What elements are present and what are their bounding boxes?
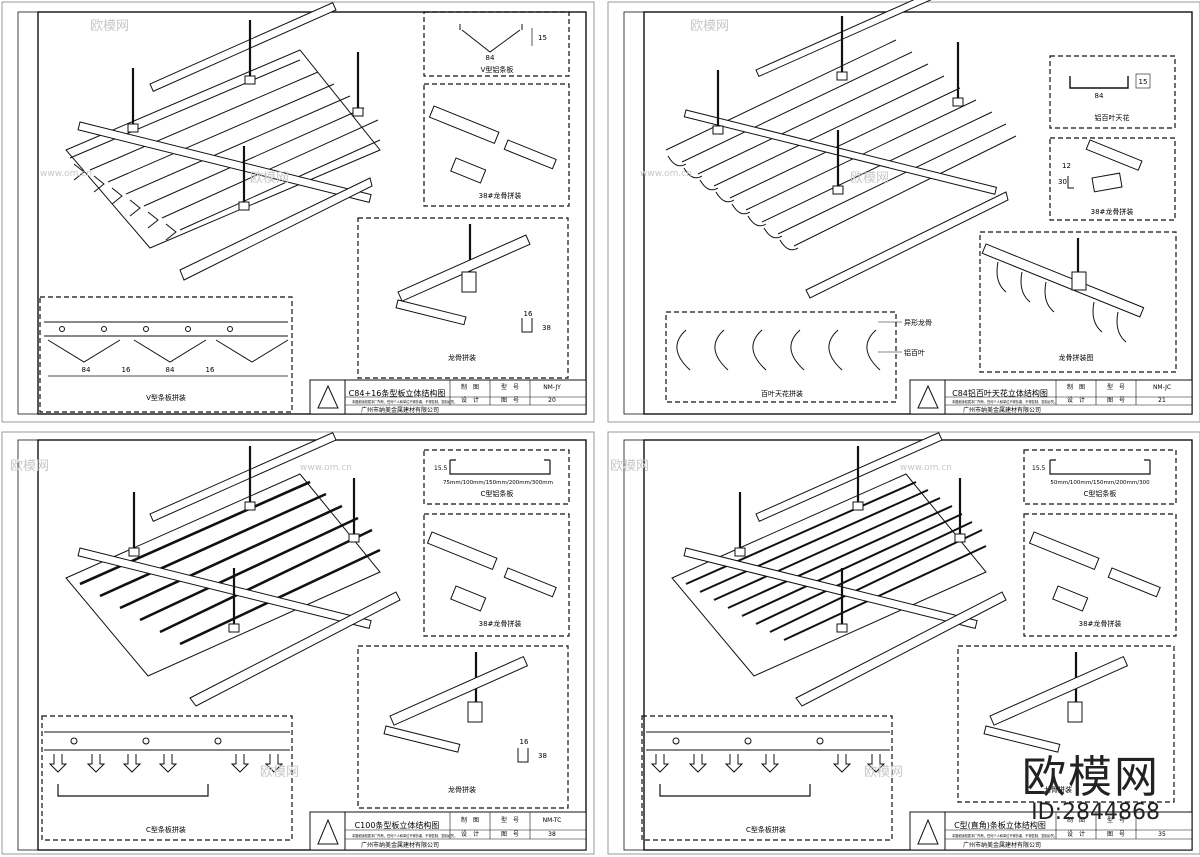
sheet-1-label-drawn: 制 图 — [461, 383, 479, 391]
sheet-1-note: 本图纸版权属本厂所有，任何个人和单位不得抄袭、不得复制，复制必究。 — [352, 399, 457, 404]
watermark-brand-4: 欧模网 — [850, 171, 889, 186]
sheet-4-isometric-assembly — [671, 431, 1007, 707]
watermark-brand-5: 欧模网 — [10, 459, 49, 474]
watermark-brand-large: 欧模网 — [1022, 752, 1160, 803]
watermark-site-3: www.om.cn — [300, 463, 352, 473]
sheet-4-profile-label: C型铝条板 — [1084, 489, 1117, 498]
sheet-4-keel-label: 38#龙骨拼装 — [1079, 619, 1122, 628]
sheet-3-keel-label: 38#龙骨拼装 — [479, 619, 522, 628]
sheet-1-hanger-dim-b: 38 — [542, 324, 551, 332]
sheet-2-company: 广州市纳美金属建材有限公司 — [963, 406, 1041, 414]
sheet-3-isometric-assembly — [65, 431, 401, 707]
sheet-2-label-drawn: 制 图 — [1067, 383, 1085, 391]
sheet-1-profile-dim-a: 84 — [486, 54, 495, 62]
sheet-1-assembly-label: V型条板拼装 — [146, 393, 186, 402]
sheet-2-label-design: 设 计 — [1067, 396, 1085, 404]
watermark-brand-2: 欧模网 — [690, 19, 729, 34]
sheet-4-note: 本图纸版权属本厂所有，任何个人和单位不得抄袭、不得复制，复制必究。 — [952, 833, 1057, 838]
sheet-2-hanger-label: 龙骨拼装图 — [1059, 353, 1094, 362]
sheet-3-figure-number: 38 — [548, 831, 556, 838]
sheet-1-label-type: 型 号 — [501, 383, 519, 391]
sheet-1-profile-dim-b: 15 — [538, 34, 547, 42]
sheet-2-note: 本图纸版权属本厂所有，任何个人和单位不得抄袭、不得复制，复制必究。 — [952, 399, 1057, 404]
sheet-4-figure-number: 35 — [1158, 831, 1166, 838]
sheet-4-profile-dim-a: 15.5 — [1032, 465, 1046, 472]
sheet-1-assembly-dim-1: 84 — [82, 366, 91, 374]
sheet-2-keel-label: 38#龙骨拼装 — [1091, 207, 1134, 216]
sheet-1: 84 15 V型铝条板 38#龙骨拼装 16 38 龙骨拼装 84 16 84 … — [1, 1, 595, 423]
watermark-brand-6: 欧模网 — [610, 459, 649, 474]
sheet-2-label-figno: 图 号 — [1107, 397, 1125, 404]
sheet-3-hanger-label: 龙骨拼装 — [448, 785, 476, 794]
watermark-site-1: www.om.cn — [40, 169, 92, 179]
sheet-1-assembly-dim-2: 16 — [122, 366, 131, 374]
sheet-3-hanger-dim-a: 16 — [520, 738, 529, 746]
sheet-2-isometric-assembly — [665, 0, 1017, 299]
sheet-2-label-type: 型 号 — [1107, 383, 1125, 391]
sheet-3-label-design: 设 计 — [461, 830, 479, 838]
sheet-2-profile-dim-b: 15 — [1139, 78, 1148, 86]
sheet-3-profile-dim-b: 75mm/100mm/150mm/200mm/300mm — [443, 480, 553, 486]
watermark-site-2: www.om.cn — [640, 169, 692, 179]
sheet-1-hanger-dim-a: 16 — [524, 310, 533, 318]
sheet-3-title: C100条型板立体结构图 — [355, 820, 440, 830]
sheet-1-title-block: C84+16条型板立体结构图 制 图 设 计 型 号 图 号 NM-JY 20 … — [309, 379, 587, 415]
sheet-3-hanger-dim-b: 38 — [538, 752, 547, 760]
sheet-1-isometric-assembly — [65, 1, 381, 281]
sheet-3-label-drawn: 制 图 — [461, 816, 479, 824]
sheet-3-label-figno: 图 号 — [501, 831, 519, 838]
sheet-2-title-block: C84铝百叶天花立体结构图 制 图 设 计 型 号 图 号 NM-JC 21 广… — [909, 379, 1193, 415]
sheet-1-assembly-dim-4: 16 — [206, 366, 215, 374]
sheet-1-label-figno: 图 号 — [501, 397, 519, 404]
sheet-4-title: C型(直角)条板立体结构图 — [954, 820, 1046, 830]
sheet-2-profile-label: 铝百叶天花 — [1095, 113, 1130, 122]
sheet-4-assembly-label: C型条板拼装 — [746, 825, 786, 834]
sheet-3-model-code: NM-TC — [543, 817, 562, 824]
watermark-brand-8: 欧模网 — [864, 765, 903, 780]
sheet-1-model-code: NM-JY — [543, 384, 561, 391]
sheet-2-figure-number: 21 — [1158, 397, 1166, 404]
sheet-4-title-block: C型(直角)条板立体结构图 制 图 设 计 型 号 图 号 35 广州市纳美金属… — [909, 811, 1193, 851]
sheet-4-label-drawn: 制 图 — [1067, 816, 1085, 824]
sheet-4-label-type: 型 号 — [1107, 816, 1125, 824]
sheet-1-hanger-label: 龙骨拼装 — [448, 353, 476, 362]
sheet-1-keel-label: 38#龙骨拼装 — [479, 191, 522, 200]
sheet-4-company: 广州市纳美金属建材有限公司 — [963, 841, 1041, 849]
sheet-3-label-type: 型 号 — [501, 816, 519, 824]
sheet-1-profile-label: V型铝条板 — [481, 65, 514, 74]
watermark-id: ID:2844868 — [1031, 800, 1160, 825]
sheet-4-label-figno: 图 号 — [1107, 831, 1125, 838]
sheet-1-title: C84+16条型板立体结构图 — [349, 388, 446, 398]
sheet-2-assembly-label: 百叶天花拼装 — [761, 389, 803, 398]
sheet-2-keel-dim-a: 12 — [1062, 162, 1071, 170]
watermark-brand-1: 欧模网 — [90, 19, 129, 34]
watermark-brand-7: 欧模网 — [260, 765, 299, 780]
sheet-4-profile-dim-b: 50mm/100mm/150mm/200mm/300 — [1050, 480, 1150, 486]
sheet-1-figure-number: 20 — [548, 397, 556, 404]
sheet-3: 15.5 75mm/100mm/150mm/200mm/300mm C型铝条板 … — [1, 431, 595, 855]
sheet-1-assembly-dim-3: 84 — [166, 366, 175, 374]
sheet-4: 15.5 50mm/100mm/150mm/200mm/300 C型铝条板 38… — [607, 431, 1200, 855]
sheet-2-keel-dim-b: 30 — [1058, 178, 1067, 186]
sheet-2: 84 15 铝百叶天花 12 30 38#龙骨拼装 龙骨拼装图 异形龙骨 铝百叶… — [607, 0, 1200, 423]
sheet-2-title: C84铝百叶天花立体结构图 — [952, 388, 1048, 398]
sheet-4-hanger-label: 龙骨拼装 — [1044, 785, 1072, 794]
sheet-3-note: 本图纸版权属本厂所有，任何个人和单位不得抄袭、不得复制，复制必究。 — [352, 833, 457, 838]
sheet-2-model-code: NM-JC — [1153, 384, 1171, 391]
watermark-brand-3: 欧模网 — [250, 171, 289, 186]
watermark-site-4: www.om.cn — [900, 463, 952, 473]
sheet-4-label-design: 设 计 — [1067, 830, 1085, 838]
sheet-3-profile-dim-a: 15.5 — [434, 465, 448, 472]
sheet-2-callout-keel: 异形龙骨 — [904, 318, 932, 327]
sheet-3-company: 广州市纳美金属建材有限公司 — [361, 841, 439, 849]
sheet-2-callout-louver: 铝百叶 — [904, 348, 925, 357]
sheet-3-profile-label: C型铝条板 — [481, 489, 514, 498]
sheet-1-company: 广州市纳美金属建材有限公司 — [361, 406, 439, 414]
sheet-3-title-block: C100条型板立体结构图 制 图 设 计 型 号 图 号 NM-TC 38 广州… — [309, 811, 587, 851]
sheet-1-label-design: 设 计 — [461, 396, 479, 404]
sheet-3-assembly-label: C型条板拼装 — [146, 825, 186, 834]
sheet-2-profile-dim-a: 84 — [1095, 92, 1104, 100]
faint-watermarks: 欧模网 欧模网 欧模网 欧模网 欧模网 欧模网 欧模网 欧模网 www.om.c… — [10, 19, 952, 780]
